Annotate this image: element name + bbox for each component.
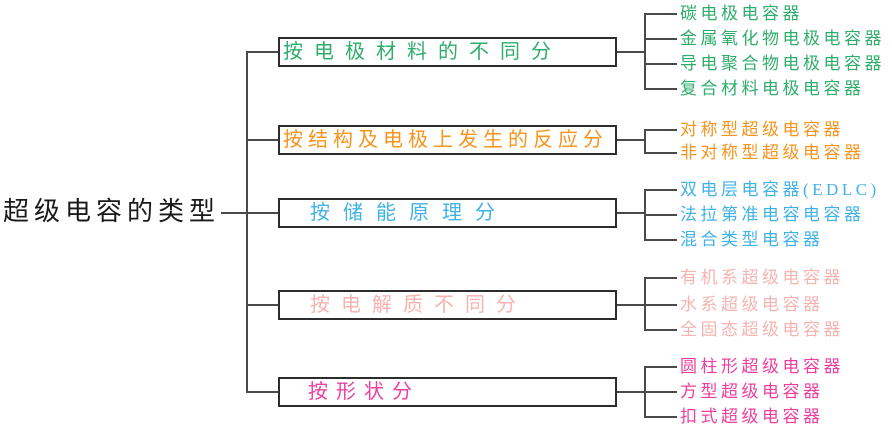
- category-label: 按结构及电极上发生的反应分: [283, 129, 608, 151]
- category-label: 按电解质不同分: [310, 294, 527, 316]
- tree-leaf: 方型超级电容器: [680, 382, 824, 401]
- branch-connector-lines: [246, 51, 279, 393]
- tree-leaf: 双电层电容器(EDLC): [680, 180, 880, 199]
- category-label: 按电极材料的不同分: [283, 41, 562, 63]
- tree-leaf: 导电聚合物电极电容器: [680, 54, 885, 73]
- category-box-electrode-material: 按电极材料的不同分: [278, 37, 617, 67]
- tree-leaf: 对称型超级电容器: [680, 120, 844, 139]
- tree-leaf: 复合材料电极电容器: [680, 79, 865, 98]
- bracket-branch-4: [616, 277, 677, 331]
- root-label: 超级电容的类型: [3, 197, 221, 226]
- tree-leaf: 混合类型电容器: [680, 230, 824, 249]
- bracket-branch-1: [616, 13, 677, 90]
- tree-leaf: 碳电极电容器: [680, 4, 803, 23]
- category-label: 按储能原理分: [310, 202, 508, 224]
- category-box-electrolyte: 按电解质不同分: [278, 290, 617, 320]
- bracket-branch-2: [616, 129, 677, 154]
- category-label: 按形状分: [308, 381, 420, 403]
- category-box-energy-storage-principle: 按储能原理分: [278, 198, 617, 228]
- tree-leaf: 扣式超级电容器: [680, 407, 824, 426]
- bracket-branch-3: [616, 189, 677, 241]
- tree-leaf: 法拉第准电容电容器: [680, 205, 865, 224]
- tree-leaf: 金属氧化物电极电容器: [680, 29, 885, 48]
- category-box-structure-reaction: 按结构及电极上发生的反应分: [278, 125, 617, 155]
- category-box-shape: 按形状分: [278, 377, 617, 407]
- bracket-branch-5: [616, 366, 677, 418]
- tree-leaf: 圆柱形超级电容器: [680, 357, 844, 376]
- tree-leaf: 全固态超级电容器: [680, 320, 844, 339]
- tree-leaf: 非对称型超级电容器: [680, 143, 865, 162]
- tree-leaf: 有机系超级电容器: [680, 268, 844, 287]
- tree-leaf: 水系超级电容器: [680, 295, 824, 314]
